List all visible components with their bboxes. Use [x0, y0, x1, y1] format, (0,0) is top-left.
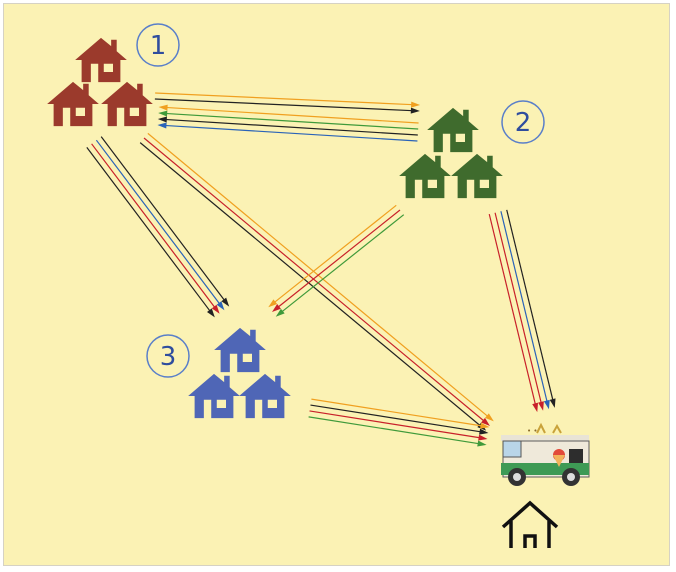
route-arrowhead: [543, 399, 550, 410]
route-arrow-line: [488, 213, 537, 406]
route-arrowhead: [157, 122, 167, 129]
route-arrowhead: [480, 422, 490, 429]
route-arrowhead: [211, 304, 220, 314]
route-arrow-line: [165, 112, 419, 130]
route-arrow-line: [95, 139, 221, 305]
route-arrowhead: [157, 116, 167, 123]
label-circle: [146, 334, 190, 378]
label-circle: [501, 100, 545, 144]
route-arrowhead: [411, 101, 421, 108]
route-arrow-line: [280, 214, 405, 313]
route-arrowhead: [158, 110, 168, 117]
route-arrow-line: [143, 137, 486, 422]
depot: [499, 423, 591, 548]
home-outline-icon: [501, 500, 559, 548]
route-arrow-line: [311, 398, 483, 427]
cluster-label-2: 2: [501, 100, 545, 144]
route-arrow-line: [500, 211, 548, 403]
route-arrow-line: [91, 143, 216, 309]
route-arrow-line: [100, 136, 226, 302]
route-arrowhead: [478, 434, 488, 441]
route-arrowhead: [479, 428, 489, 435]
route-arrow-line: [506, 209, 554, 402]
route-arrowhead: [207, 308, 215, 318]
route-arrowhead: [221, 297, 230, 307]
cluster-label-3: 3: [146, 334, 190, 378]
route-arrow-line: [154, 98, 413, 112]
route-arrowhead: [158, 104, 168, 111]
route-arrowhead: [485, 413, 494, 422]
route-arrows: [86, 92, 556, 447]
route-arrow-line: [277, 209, 401, 309]
diagram-panel: [3, 3, 670, 566]
route-arrow-line: [165, 106, 419, 124]
route-arrowhead: [481, 417, 490, 426]
route-arrow-line: [309, 410, 481, 439]
route-arrowhead: [477, 440, 487, 447]
route-arrow-line: [494, 212, 543, 405]
cluster-number-1: 1: [150, 31, 167, 61]
route-arrow-line: [308, 416, 480, 445]
route-arrow-line: [86, 147, 212, 313]
route-arrowhead: [275, 308, 285, 317]
route-arrowhead: [538, 401, 544, 411]
cluster-label-1: 1: [136, 23, 180, 67]
route-arrow-line: [273, 204, 397, 304]
route-arrow-line: [155, 92, 414, 106]
route-arrow-line: [310, 404, 482, 433]
route-arrowhead: [549, 398, 556, 408]
cluster-number-3: 3: [160, 342, 177, 372]
route-arrow-line: [164, 124, 418, 142]
label-circle: [136, 23, 180, 67]
cluster-number-2: 2: [515, 108, 532, 138]
route-arrowhead: [410, 107, 420, 114]
route-arrowhead: [272, 304, 281, 312]
route-arrowhead: [268, 299, 278, 308]
route-arrow-line: [164, 118, 418, 136]
route-arrow-line: [139, 142, 482, 427]
route-arrowhead: [532, 402, 539, 413]
route-arrowhead: [216, 301, 225, 311]
